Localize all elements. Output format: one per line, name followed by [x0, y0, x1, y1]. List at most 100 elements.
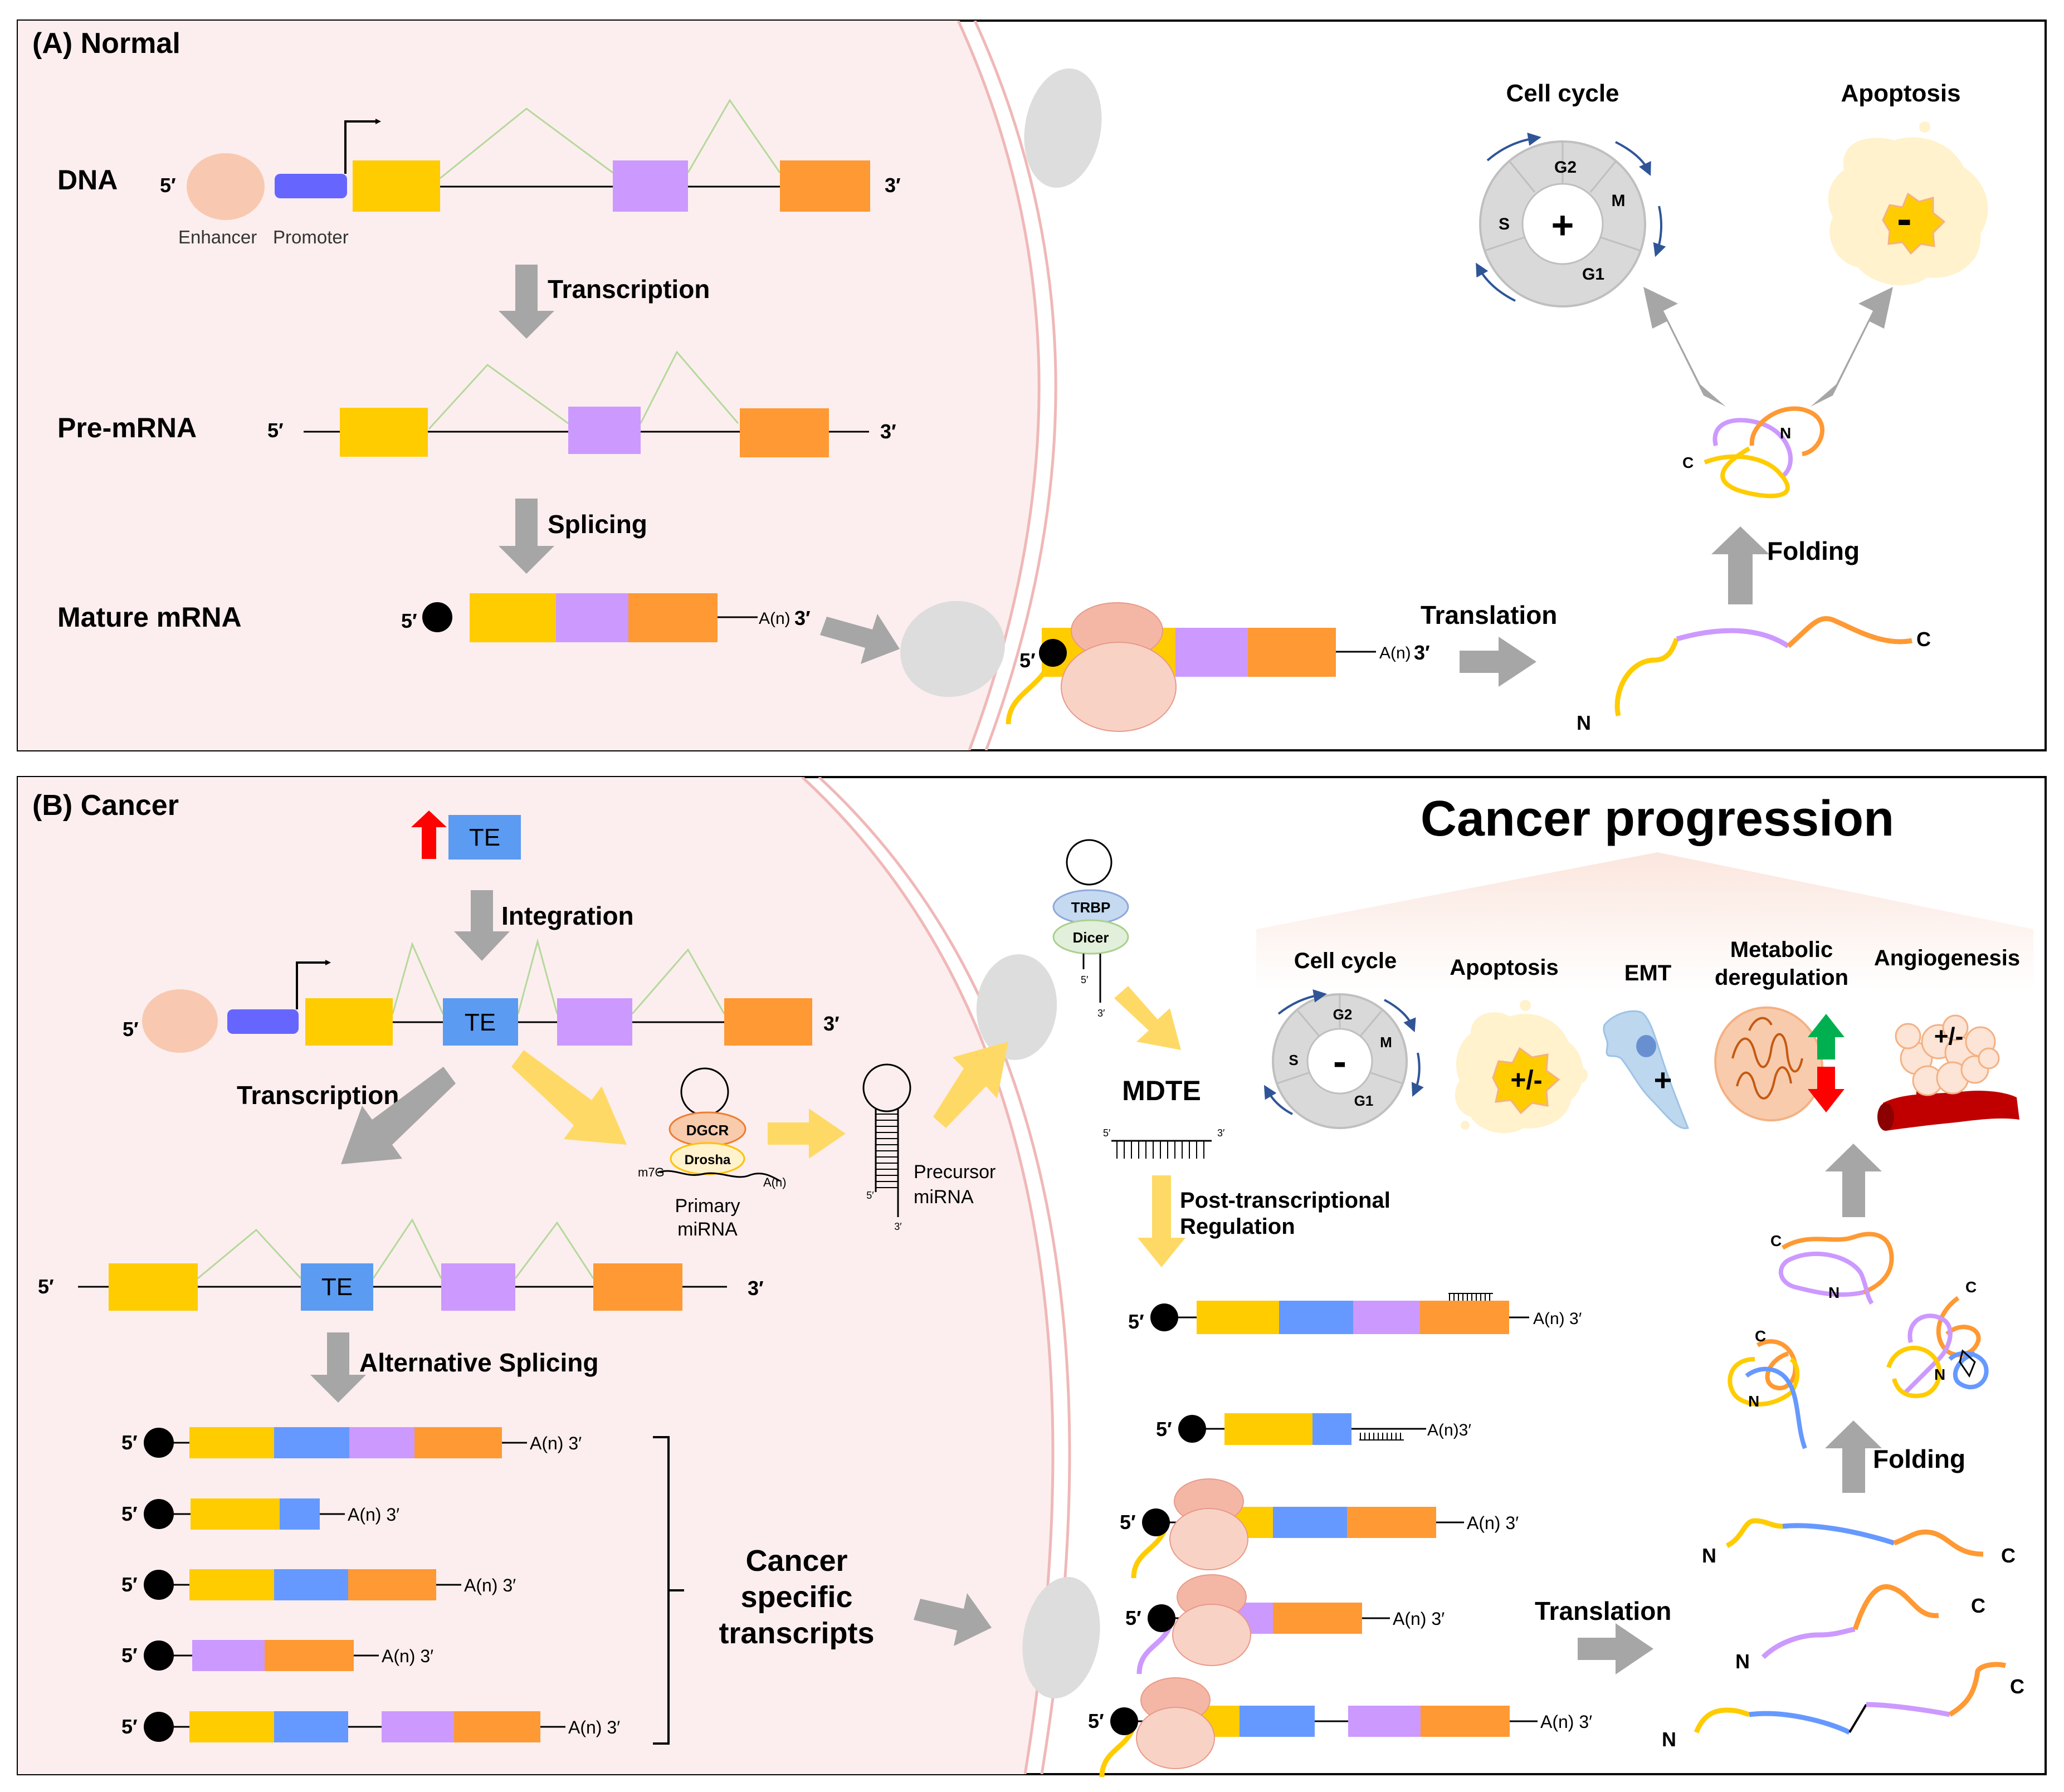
exon-blue [274, 1569, 348, 1600]
peptide-purple-a [1676, 628, 1790, 648]
precursor-3prime: 3′ [894, 1221, 902, 1232]
premrna-b-intron-2 [372, 1218, 442, 1279]
nuclear-pore-a-bottom [900, 600, 1005, 697]
mirna-arrow-1 [511, 1050, 627, 1145]
svg-text:N: N [1662, 1728, 1676, 1751]
phase-g1-a: G1 [1582, 265, 1604, 284]
dna-exon-orange [780, 160, 870, 212]
promoter-b [227, 1009, 299, 1034]
folded-protein-b-2: C N [1728, 1327, 1807, 1449]
svg-text:G2: G2 [1333, 1006, 1353, 1023]
premrna-b-exon-yellow [109, 1263, 198, 1311]
ptr-label-1: Post-transcriptional [1180, 1188, 1390, 1213]
variant-cap [144, 1499, 174, 1529]
dna-b-5prime: 5′ [123, 1018, 139, 1041]
exon-blue [274, 1427, 349, 1458]
nuclear-membrane-b-inner [818, 777, 1071, 1774]
dna-b-intron-1 [392, 941, 444, 1014]
te-up-arrow [411, 810, 447, 859]
hallmark-metabolic-2: deregulation [1715, 965, 1848, 990]
ribosome-transcript: 5′A(n) 3′ [1125, 1574, 1445, 1674]
nuclear-membrane-a-outer [957, 21, 1041, 750]
precursor-label-1: Precursor [914, 1161, 996, 1183]
ribo-cap [1148, 1604, 1175, 1632]
dna-b-te-label: TE [465, 1009, 496, 1036]
nuclear-pore-b-top [976, 954, 1057, 1060]
precursor-5prime: 5′ [866, 1190, 874, 1201]
hallmark-metabolic-1: Metabolic [1730, 937, 1833, 962]
premrna-exon-yellow [340, 408, 428, 457]
premrna-b-exon-purple [441, 1263, 515, 1311]
ribosome-mrna-purple [1175, 628, 1248, 677]
svg-text:A(n)3′: A(n)3′ [1427, 1421, 1471, 1439]
promoter-label: Promoter [273, 227, 349, 247]
dna-exon-yellow [353, 160, 440, 212]
ribosome-transcript: 5′A(n) 3′ [1120, 1478, 1519, 1579]
splicing-arrow-a [499, 499, 554, 574]
transcript-variant: 5′A(n) 3′ [121, 1427, 582, 1458]
premrna-label: Pre-mRNA [57, 412, 197, 443]
ribo-5prime: 5′ [1088, 1710, 1104, 1732]
transcript-variant: 5′A(n) 3′ [121, 1640, 433, 1671]
cst-label-3: transcripts [719, 1617, 874, 1650]
cellcycle-wheel-a: + G2 M G1 S [1476, 133, 1666, 307]
panel-a-title: (A) Normal [32, 27, 180, 60]
svg-text:N: N [1735, 1650, 1750, 1673]
apoptotic-cell-a: - [1828, 121, 1988, 286]
ptr-arrow [1138, 1175, 1185, 1267]
svg-text:S: S [1289, 1052, 1298, 1068]
left-transcripts: 5′A(n) 3′5′A(n) 3′5′A(n) 3′5′A(n) 3′5′A(… [121, 1427, 620, 1742]
variant-5prime: 5′ [121, 1715, 138, 1738]
dna-3prime: 3′ [885, 174, 901, 197]
variant-polya: A(n) 3′ [464, 1575, 516, 1595]
ribosome-small [1136, 1707, 1215, 1769]
mdte-target-1: 5′ A(n) 3′ [1128, 1293, 1582, 1334]
dna-b-intron-2 [517, 938, 558, 1014]
translation-label-b: Translation [1535, 1596, 1671, 1625]
mirna-arrow-4 [1114, 986, 1181, 1050]
primary-mirna-label-1: Primary [675, 1195, 740, 1217]
transcript-variant: 5′A(n) 3′ [121, 1711, 620, 1742]
apoptosis-minus-a: - [1897, 194, 1912, 243]
transcription-arrow-b [341, 1067, 456, 1164]
premrna-b-te-label: TE [321, 1273, 353, 1301]
dna-intron-1 [440, 108, 613, 179]
exon-yellow [189, 1427, 274, 1458]
ribosome-transcripts: 5′A(n) 3′5′A(n) 3′5′A(n) 3′ [1088, 1478, 1592, 1778]
dicer-5prime: 5′ [1081, 974, 1089, 985]
te-box-top [448, 815, 521, 860]
transcripts-bracket [653, 1436, 684, 1745]
panel-b: (B) Cancer TE Integration 5′ TE 3′ Trans… [17, 776, 2047, 1778]
svg-text:N: N [1828, 1284, 1839, 1301]
integration-arrow [454, 890, 510, 961]
premrna-intron-1 [428, 363, 569, 430]
mature-exon-yellow [470, 593, 556, 642]
svg-text:N: N [1934, 1366, 1945, 1383]
metabolic-down-arrow [1808, 1067, 1845, 1112]
ribosome-small [1172, 1604, 1251, 1666]
dna-b-exon-orange [724, 998, 812, 1046]
premrna-3prime: 3′ [880, 420, 896, 443]
premrna-b-3prime: 3′ [748, 1277, 764, 1300]
primary-mirna-label-2: miRNA [677, 1219, 738, 1240]
ribosome-cap-a [1039, 639, 1067, 667]
exon-orange [454, 1711, 540, 1742]
nascent-peptide [1131, 1530, 1167, 1579]
alt-splicing-label: Alternative Splicing [359, 1348, 598, 1377]
svg-text:C: C [2001, 1544, 2016, 1567]
folded-protein-b-3: C N [1886, 1278, 1989, 1398]
drosha-label: Drosha [685, 1153, 731, 1168]
premrna-exon-purple [568, 407, 641, 454]
enhancer-a [187, 153, 265, 220]
dicer-3prime: 3′ [1097, 1008, 1105, 1019]
mature-mrna-label: Mature mRNA [57, 602, 242, 633]
ribosome-small-a [1061, 642, 1177, 732]
primary-polya: A(n) [763, 1175, 787, 1189]
tss-arrow-a [344, 119, 381, 174]
folded-n-a: N [1780, 424, 1791, 442]
precursor-label-2: miRNA [914, 1186, 974, 1208]
dgcr-label: DGCR [686, 1122, 729, 1139]
ribo-polya: A(n) 3′ [1540, 1712, 1592, 1732]
exon-purple [1348, 1706, 1421, 1737]
